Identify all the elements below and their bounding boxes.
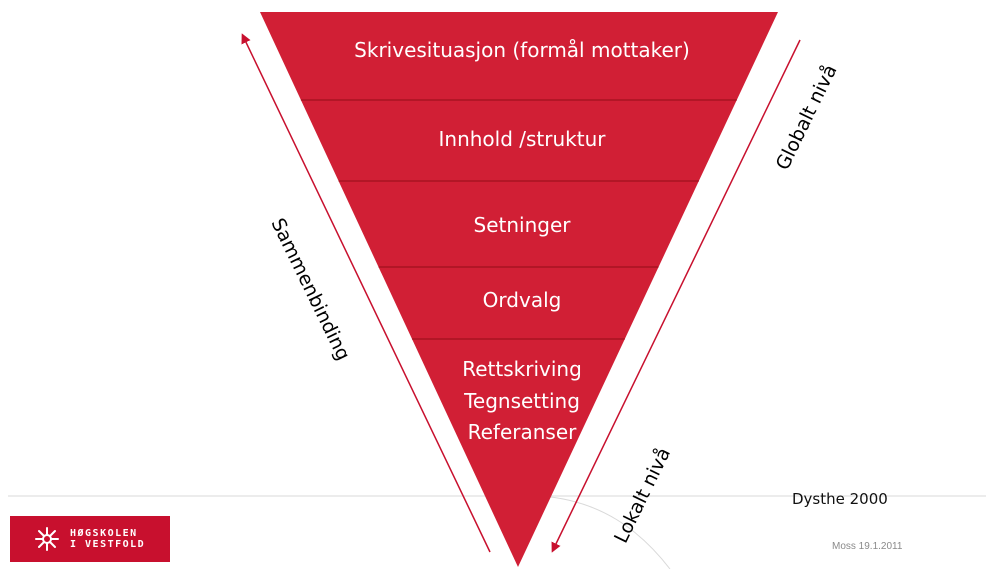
sammenbinding-arrow	[241, 33, 491, 553]
inverted-pyramid	[260, 12, 778, 567]
level-arrow	[551, 39, 801, 553]
level-5-label: Tegnsetting	[463, 389, 580, 413]
source-credit: Dysthe 2000	[792, 490, 888, 508]
level-5-label: Referanser	[468, 420, 578, 444]
sammenbinding-label: Sammenbinding	[266, 215, 354, 364]
background-curve	[539, 495, 671, 569]
level-labels: Skrivesituasjon (formål mottaker) Innhold…	[354, 38, 690, 444]
level-5-label: Rettskriving	[462, 357, 582, 381]
level-2-label: Innhold /struktur	[439, 127, 607, 151]
institution-logo: HØGSKOLEN I VESTFOLD	[10, 516, 170, 562]
level-1-label: Skrivesituasjon (formål mottaker)	[354, 38, 690, 62]
level-3-label: Setninger	[474, 213, 572, 237]
slide-date: Moss 19.1.2011	[832, 541, 903, 552]
logo-wordmark: HØGSKOLEN I VESTFOLD	[70, 528, 145, 550]
logo-line-2: I VESTFOLD	[70, 539, 146, 550]
level-dividers	[300, 99, 737, 340]
logo-line-1: HØGSKOLEN	[70, 528, 138, 539]
level-4-label: Ordvalg	[483, 288, 562, 312]
snowflake-icon	[35, 527, 59, 551]
lokalt-niva-label: Lokalt nivå	[609, 444, 675, 547]
